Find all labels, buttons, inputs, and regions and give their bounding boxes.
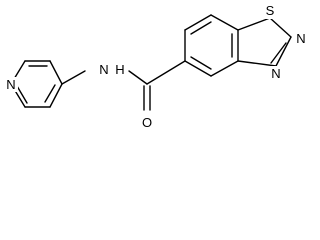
thiadiazole-ring: [237, 17, 292, 67]
double-bond-inner: [16, 85, 28, 104]
atom-label: N: [6, 77, 15, 92]
double-bond-inner: [190, 21, 212, 35]
bond: [275, 36, 292, 67]
bond: [184, 60, 212, 77]
atom-label: N: [271, 66, 280, 81]
atom-label: N: [99, 62, 108, 77]
double-bond-inner: [190, 56, 212, 70]
pyridine-ring: [10, 60, 63, 108]
bond: [237, 17, 271, 31]
bond: [49, 83, 63, 108]
benzene-ring: [184, 14, 239, 77]
bond: [49, 60, 63, 85]
atom-label: H: [115, 62, 124, 77]
bond: [269, 17, 292, 38]
bond: [210, 14, 239, 31]
bond: [210, 60, 239, 77]
bond: [237, 60, 277, 67]
atom-label: O: [142, 115, 152, 130]
bond-ring-to-nh: [61, 70, 86, 85]
atom-label: S: [266, 3, 275, 18]
bond-nh-to-carbonyl: [128, 70, 148, 85]
bond: [184, 14, 212, 31]
chemical-structure: N N H O S N N: [6, 3, 306, 130]
atom-label: N: [296, 31, 305, 46]
double-bond-inner: [44, 84, 56, 103]
bond-carbonyl-to-ring: [146, 60, 186, 85]
double-bond-inner: [270, 42, 287, 64]
